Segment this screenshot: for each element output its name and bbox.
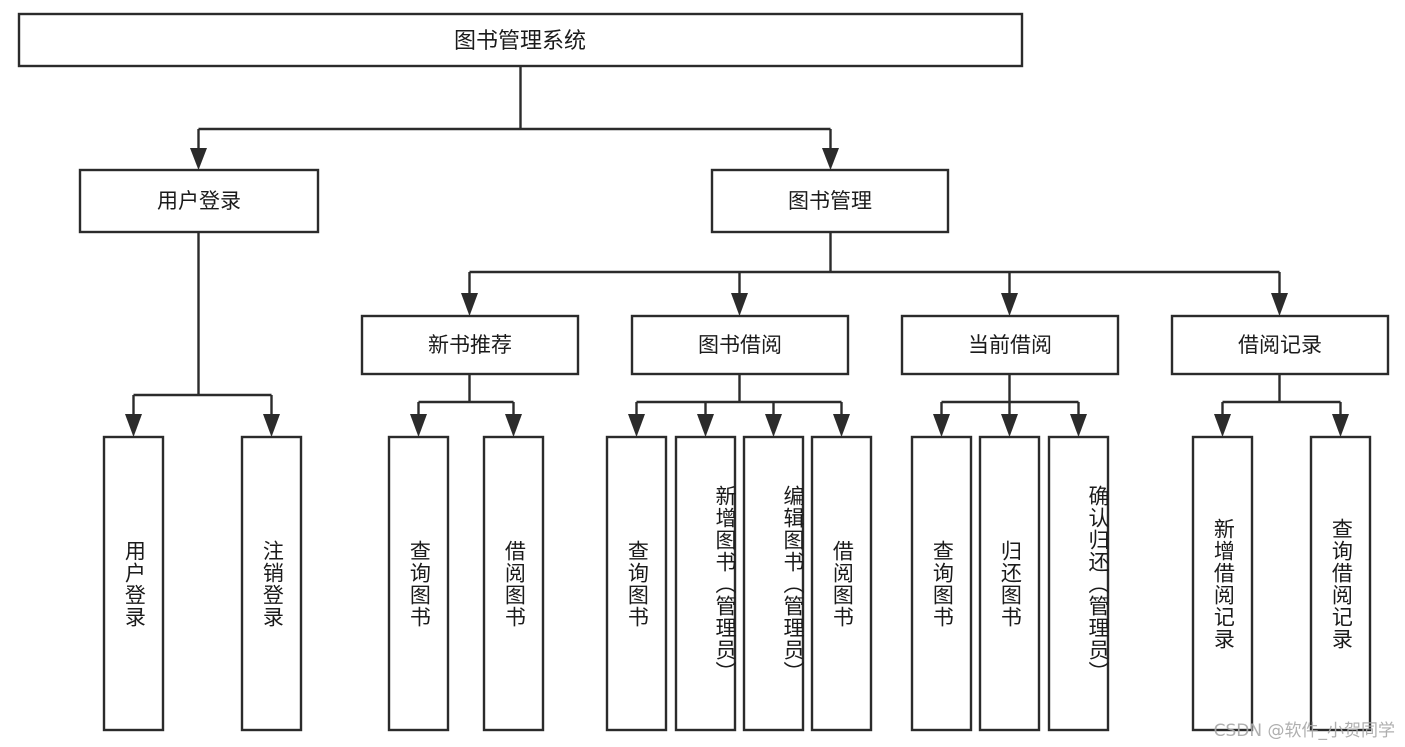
- arrow-head-to-book-manage: [822, 148, 839, 170]
- node-current-borrow-box[interactable]: [900, 314, 1120, 376]
- node-book-borrow-label: 图书借阅: [698, 333, 782, 357]
- leaf-box-book-borrow-1[interactable]: [605, 435, 668, 732]
- leaf-box-user-login-2[interactable]: [240, 435, 303, 732]
- leaf-box-book-borrow-2[interactable]: [674, 435, 737, 732]
- node-new-book-recommend-box[interactable]: [360, 314, 580, 376]
- leaf-box-new-book-1[interactable]: [387, 435, 450, 732]
- node-book-manage-box[interactable]: [710, 168, 950, 234]
- node-root-box[interactable]: [17, 12, 1024, 68]
- arrow-head-current-borrow-leaf-3: [1070, 414, 1087, 437]
- arrow-head-user-login-leaf-2: [263, 414, 280, 437]
- arrow-head-to-user-login: [190, 148, 207, 170]
- node-book-borrow-box[interactable]: [630, 314, 850, 376]
- leaf-box-book-borrow-3[interactable]: [742, 435, 805, 732]
- arrow-head-new-book-leaf-1: [410, 414, 427, 437]
- leaf-box-borrow-record-1[interactable]: [1191, 435, 1254, 732]
- arrow-head-to-borrow-record: [1271, 293, 1288, 316]
- leaf-box-current-borrow-3[interactable]: [1047, 435, 1110, 732]
- node-current-borrow-label: 当前借阅: [968, 333, 1052, 357]
- node-book-borrow[interactable]: 图书借阅: [630, 314, 850, 376]
- leaf-box-current-borrow-1[interactable]: [910, 435, 973, 732]
- node-book-manage-label: 图书管理: [788, 189, 872, 213]
- node-new-book-recommend-label: 新书推荐: [428, 333, 512, 357]
- arrow-head-book-borrow-leaf-2: [697, 414, 714, 437]
- csdn-watermark: CSDN @软件_小贺同学: [1213, 721, 1395, 741]
- arrow-head-book-borrow-leaf-1: [628, 414, 645, 437]
- leaf-box-book-borrow-4[interactable]: [810, 435, 873, 732]
- leaf-box-current-borrow-2[interactable]: [978, 435, 1041, 732]
- arrow-head-new-book-leaf-2: [505, 414, 522, 437]
- arrow-head-to-book-borrow: [731, 293, 748, 316]
- arrow-head-current-borrow-leaf-1: [933, 414, 950, 437]
- node-borrow-record-box[interactable]: [1170, 314, 1390, 376]
- node-root[interactable]: 图书管理系统: [17, 12, 1024, 68]
- node-book-manage[interactable]: 图书管理: [710, 168, 950, 234]
- arrow-head-book-borrow-leaf-4: [833, 414, 850, 437]
- arrow-head-to-current-borrow: [1001, 293, 1018, 316]
- arrow-head-borrow-record-leaf-2: [1332, 414, 1349, 437]
- node-borrow-record[interactable]: 借阅记录: [1170, 314, 1390, 376]
- leaf-box-new-book-2[interactable]: [482, 435, 545, 732]
- arrow-head-current-borrow-leaf-2: [1001, 414, 1018, 437]
- node-user-login-label: 用户登录: [157, 189, 241, 213]
- node-new-book-recommend[interactable]: 新书推荐: [360, 314, 580, 376]
- node-root-label: 图书管理系统: [454, 29, 586, 54]
- node-borrow-record-label: 借阅记录: [1238, 333, 1322, 357]
- node-user-login[interactable]: 用户登录: [78, 168, 320, 234]
- leaf-box-borrow-record-2[interactable]: [1309, 435, 1372, 732]
- arrow-head-to-new-book: [461, 293, 478, 316]
- arrow-head-borrow-record-leaf-1: [1214, 414, 1231, 437]
- node-current-borrow[interactable]: 当前借阅: [900, 314, 1120, 376]
- arrow-head-user-login-leaf-1: [125, 414, 142, 437]
- arrow-head-book-borrow-leaf-3: [765, 414, 782, 437]
- leaf-box-user-login-1[interactable]: [102, 435, 165, 732]
